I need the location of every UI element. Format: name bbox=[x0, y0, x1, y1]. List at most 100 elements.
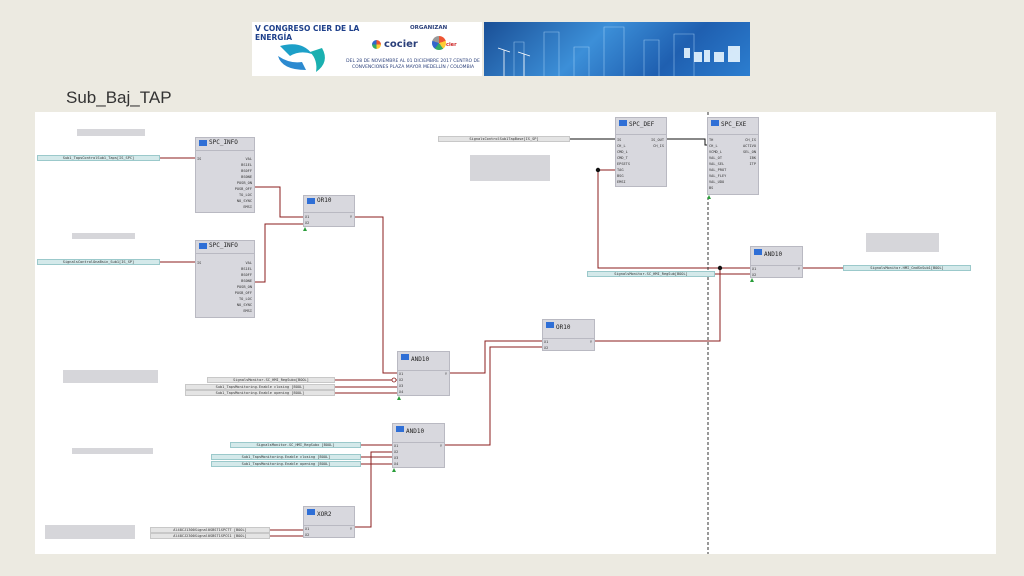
function-block-icon bbox=[199, 243, 207, 249]
output-pin: IBK bbox=[749, 156, 757, 160]
output-pin: Y bbox=[444, 372, 447, 376]
input-pin: X1 bbox=[394, 444, 399, 448]
block-name: SPC_EXE bbox=[721, 121, 747, 128]
wire bbox=[445, 346, 542, 446]
and-block[interactable]: AND10 X1 X2 Y bbox=[750, 246, 803, 278]
function-block-icon bbox=[754, 249, 762, 255]
output-pin: EMSI bbox=[243, 309, 252, 313]
output-pin: Y bbox=[349, 527, 352, 531]
signal-label[interactable]: Sub1_TapsMonitoring.Enable opening [BOOL… bbox=[211, 461, 361, 467]
output-pin: Y bbox=[349, 215, 352, 219]
signal-label[interactable]: Sub1_TapsControlSub1_Taps[IS_SPC] bbox=[37, 155, 160, 161]
signal-label[interactable]: Sub1_TapsMonitoring.Enable closing [BOOL… bbox=[185, 384, 335, 390]
input-pin: TAG bbox=[617, 168, 624, 172]
function-block-icon bbox=[401, 354, 409, 360]
signal-label[interactable]: Al48CJ1300Signal0SBST1SPCTT [BOOL] bbox=[150, 527, 270, 533]
input-pin: X1 bbox=[544, 340, 549, 344]
block-name: AND10 bbox=[764, 251, 783, 258]
input-pin: VAL_FLEY bbox=[709, 174, 727, 178]
and-block[interactable]: AND10 X1 X2 X3 X4 Y bbox=[392, 423, 445, 468]
block-name: AND10 bbox=[406, 428, 425, 435]
negation-circle bbox=[391, 377, 397, 383]
signal-label[interactable]: SignalsMonitor.HMI_CmdSnSub1[BOOL] bbox=[843, 265, 971, 271]
enable-marker-icon bbox=[750, 278, 754, 282]
function-block-icon bbox=[307, 198, 315, 204]
input-pin: CMD_T bbox=[617, 156, 628, 160]
output-pin: Y bbox=[797, 267, 800, 271]
enable-marker-icon bbox=[392, 468, 396, 472]
output-pin: POSB_OFF bbox=[234, 187, 252, 191]
output-pin: ITP bbox=[749, 162, 757, 166]
signal-label[interactable]: SignalsControlSub1TapBase[IS_SP] bbox=[438, 136, 570, 142]
wire-junction bbox=[595, 167, 601, 173]
wire bbox=[355, 216, 397, 374]
page-title: Sub_Baj_TAP bbox=[66, 88, 172, 107]
input-pin: X3 bbox=[399, 384, 404, 388]
banner-logo-panel: V CONGRESO CIER DE LA ENERGÍA ORGANIZAN … bbox=[252, 22, 482, 76]
output-pin: VAL bbox=[245, 261, 253, 265]
spc-info-block[interactable]: SPC_INFO IS VAL BS1EL BS0FF BS0NE POSB_O… bbox=[195, 240, 255, 318]
output-pin: BS0FF bbox=[241, 169, 252, 173]
or-block[interactable]: OR10 X1 X2 Y bbox=[303, 195, 355, 227]
function-block-icon bbox=[711, 120, 719, 126]
input-pin: IS bbox=[197, 157, 202, 161]
function-block-icon bbox=[546, 322, 554, 328]
function-block-icon bbox=[307, 509, 315, 515]
input-pin: VAL_PROT bbox=[709, 168, 727, 172]
block-name: SPC_DEF bbox=[629, 121, 655, 128]
enable-marker-icon bbox=[303, 227, 307, 231]
input-pin: X1 bbox=[399, 372, 404, 376]
output-pin: TO_LOC bbox=[239, 193, 252, 197]
output-pin: ACTIVO bbox=[743, 144, 756, 148]
output-pin: POSB_OFF bbox=[234, 291, 252, 295]
signal-label[interactable]: SignalsControlOnaBsin_Sub1[IS_SP] bbox=[37, 259, 160, 265]
label-placeholder bbox=[77, 129, 145, 136]
function-block-icon bbox=[396, 426, 404, 432]
enable-marker-icon bbox=[397, 396, 401, 400]
banner-cocier: cocier bbox=[384, 39, 418, 50]
label-placeholder bbox=[45, 525, 135, 539]
input-pin: X2 bbox=[544, 346, 549, 350]
signal-label[interactable]: Sub1_TapsMonitoring.Enable opening [BOOL… bbox=[185, 390, 335, 396]
spc-def-block[interactable]: SPC_DEF IS CH_L CMD_L CMD_T EPSETS TAG B… bbox=[615, 117, 667, 187]
spc-info-block[interactable]: SPC_INFO IS VAL BS1EL BS0FF BS0NE POSB_O… bbox=[195, 137, 255, 213]
label-placeholder bbox=[63, 370, 158, 383]
label-placeholder bbox=[866, 233, 939, 252]
input-pin: IS bbox=[197, 261, 202, 265]
input-pin: IS bbox=[617, 138, 622, 142]
input-pin: EMSI bbox=[617, 180, 626, 184]
function-block-icon bbox=[619, 120, 627, 126]
input-pin: X4 bbox=[399, 390, 404, 394]
input-pin: VAL_SEL bbox=[709, 162, 725, 166]
signal-label[interactable]: SignalsMonitor.SC_HMI_RegSubx[BOOL] bbox=[207, 377, 335, 383]
input-pin: CH_L bbox=[617, 144, 626, 148]
label-placeholder bbox=[470, 155, 550, 181]
cocier-logo-icon bbox=[372, 40, 381, 49]
input-pin: X2 bbox=[399, 378, 404, 382]
block-name: SPC_INFO bbox=[209, 139, 238, 146]
xor-block[interactable]: XOR2 X1 X2 Y bbox=[303, 506, 355, 538]
enable-marker-icon bbox=[707, 195, 711, 199]
signal-label[interactable]: SignalsMonitor.SC_HMI_RegSubx [BOOL] bbox=[230, 442, 361, 448]
logic-diagram-canvas: Sub1_TapsControlSub1_Taps[IS_SPC] Signal… bbox=[35, 112, 996, 554]
input-pin: VAL_OT bbox=[709, 156, 722, 160]
output-pin: EMSI bbox=[243, 205, 252, 209]
input-pin: X2 bbox=[305, 533, 310, 537]
and-block[interactable]: AND10 X1 X2 X3 X4 Y bbox=[397, 351, 450, 396]
input-pin: BS bbox=[709, 186, 714, 190]
signal-label[interactable]: Al48CJ2300Signal0SBST1SPCS1 [BOOL] bbox=[150, 533, 270, 539]
congress-banner: V CONGRESO CIER DE LA ENERGÍA ORGANIZAN … bbox=[252, 22, 750, 76]
input-pin: EPSETS bbox=[617, 162, 630, 166]
spc-exe-block[interactable]: SPC_EXE TH CH_L VCMD_L VAL_OT VAL_SEL VA… bbox=[707, 117, 759, 195]
wire bbox=[667, 138, 707, 146]
input-pin: X2 bbox=[394, 450, 399, 454]
input-pin: VCMD_L bbox=[709, 150, 722, 154]
signal-label[interactable]: SignalsMonitor.SC_HMI_RegSub[BOOL] bbox=[587, 271, 715, 277]
signal-label[interactable]: Sub1_TapsMonitoring.Enable closing [BOOL… bbox=[211, 454, 361, 460]
wire bbox=[255, 186, 303, 218]
or-block[interactable]: OR10 X1 X2 Y bbox=[542, 319, 595, 351]
banner-info: DEL 28 DE NOVIEMBRE AL 01 DICIEMBRE 2017… bbox=[346, 59, 480, 70]
banner-city-image bbox=[484, 22, 750, 76]
function-block-icon bbox=[199, 140, 207, 146]
wire-junction bbox=[717, 265, 723, 271]
